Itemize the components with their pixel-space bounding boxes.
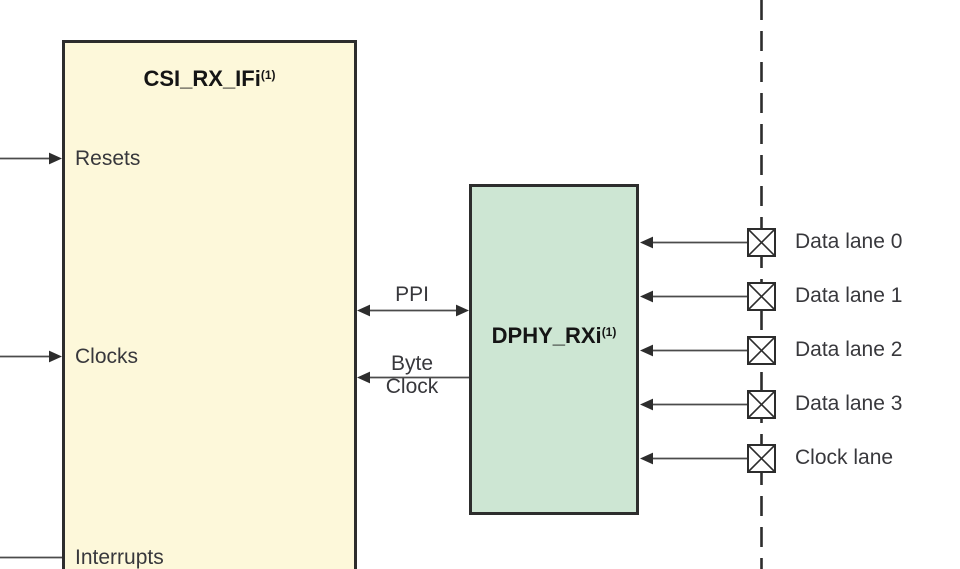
clocks-input-arrow bbox=[0, 350, 62, 363]
data-lane-0-terminator bbox=[747, 228, 776, 257]
dphy-block-title-text: DPHY_RXi bbox=[491, 323, 602, 348]
csi-block-title-text: CSI_RX_IFi bbox=[143, 66, 261, 91]
csi-rx-if-block: CSI_RX_IFi(1) Resets Clocks Interrupts bbox=[62, 40, 357, 569]
ppi-label: PPI bbox=[395, 283, 429, 306]
byte-clock-label-line1: Byte bbox=[390, 352, 434, 375]
resets-input-arrow bbox=[0, 152, 62, 165]
lane-label-data-0: Data lane 0 bbox=[795, 230, 903, 253]
lane-label-clock: Clock lane bbox=[795, 446, 894, 469]
byte-clock-label-line2: Clock bbox=[385, 375, 439, 398]
lane-label-data-3: Data lane 3 bbox=[795, 392, 903, 415]
data-lane-2-terminator bbox=[747, 336, 776, 365]
data-lane-1-terminator bbox=[747, 282, 776, 311]
lane-label-data-2: Data lane 2 bbox=[795, 338, 903, 361]
dphy-title-footnote: (1) bbox=[601, 325, 617, 339]
port-label-resets: Resets bbox=[75, 147, 141, 170]
data-lane-2-arrow bbox=[640, 344, 748, 357]
data-lane-0-arrow bbox=[640, 236, 748, 249]
data-lane-3-terminator bbox=[747, 390, 776, 419]
csi-title-footnote: (1) bbox=[260, 68, 276, 82]
dphy-rx-block: DPHY_RXi(1) bbox=[469, 184, 639, 515]
lane-label-data-1: Data lane 1 bbox=[795, 284, 903, 307]
data-lane-3-arrow bbox=[640, 398, 748, 411]
port-label-clocks: Clocks bbox=[75, 345, 139, 368]
csi-block-title: CSI_RX_IFi(1) bbox=[65, 66, 354, 91]
data-lane-1-arrow bbox=[640, 290, 748, 303]
clock-lane-terminator bbox=[747, 444, 776, 473]
port-label-interrupts: Interrupts bbox=[75, 546, 164, 569]
clock-lane-arrow bbox=[640, 452, 748, 465]
dphy-block-title: DPHY_RXi(1) bbox=[472, 323, 636, 348]
